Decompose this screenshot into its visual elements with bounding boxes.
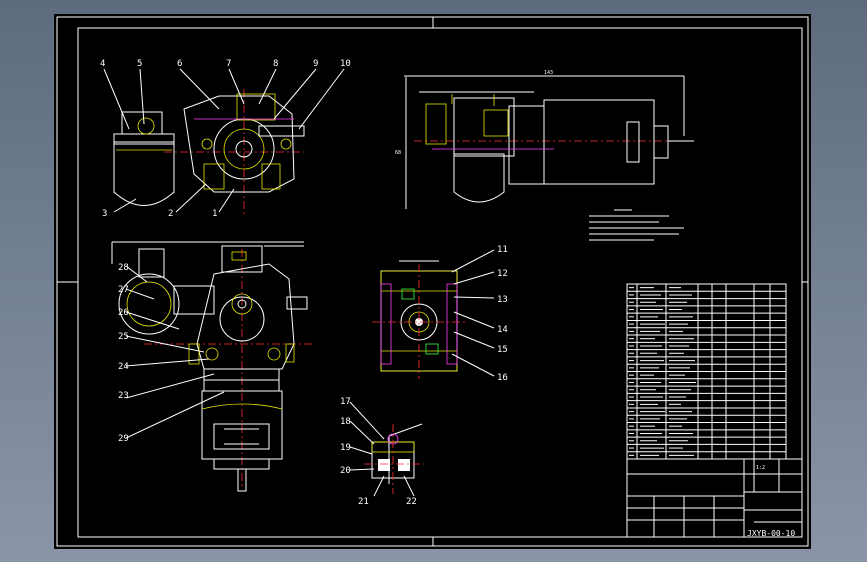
front-view-lower bbox=[111, 241, 314, 492]
balloon-13: 13 bbox=[497, 295, 508, 305]
balloon-28: 28 bbox=[118, 263, 129, 273]
drawing-number: JXYB-00-10 bbox=[747, 529, 795, 538]
balloon-7: 7 bbox=[226, 59, 231, 69]
dimension-height: 68 bbox=[395, 150, 401, 156]
drawing-scale: 1:2 bbox=[756, 465, 765, 471]
balloon-23: 23 bbox=[118, 391, 129, 401]
outer-border bbox=[56, 16, 809, 547]
balloon-27: 27 bbox=[118, 285, 129, 295]
technical-notes bbox=[589, 209, 684, 241]
balloon-10: 10 bbox=[340, 59, 351, 69]
balloon-labels-view-3: 28 27 26 25 24 23 29 bbox=[118, 263, 129, 444]
section-view-a bbox=[372, 260, 466, 379]
balloon-24: 24 bbox=[118, 362, 129, 372]
balloon-8: 8 bbox=[273, 59, 278, 69]
balloon-14: 14 bbox=[497, 325, 508, 335]
front-view-upper bbox=[113, 89, 305, 214]
leaders-view-3 bbox=[125, 265, 225, 439]
balloon-9: 9 bbox=[313, 59, 318, 69]
parts-list-table bbox=[626, 283, 787, 460]
title-block: JXYB-00-10 1:2 bbox=[626, 458, 803, 538]
drawing-viewport[interactable]: 4 5 6 7 8 9 10 3 2 1 143 68 bbox=[54, 14, 811, 549]
cad-drawing-canvas[interactable]: 4 5 6 7 8 9 10 3 2 1 143 68 bbox=[54, 14, 811, 549]
side-view bbox=[404, 75, 694, 209]
dimension-length: 143 bbox=[544, 70, 553, 76]
balloon-6: 6 bbox=[177, 59, 182, 69]
balloon-20: 20 bbox=[340, 466, 351, 476]
balloon-25: 25 bbox=[118, 332, 129, 342]
balloon-18: 18 bbox=[340, 417, 351, 427]
balloon-26: 26 bbox=[118, 308, 129, 318]
balloon-19: 19 bbox=[340, 443, 351, 453]
balloon-labels-view-5: 17 18 19 20 21 22 bbox=[340, 397, 417, 507]
balloon-5: 5 bbox=[137, 59, 142, 69]
balloon-22: 22 bbox=[406, 497, 417, 507]
balloon-labels-view-1: 4 5 6 7 8 9 10 3 2 1 bbox=[100, 59, 351, 219]
balloon-1: 1 bbox=[212, 209, 217, 219]
balloon-labels-view-4: 11 12 13 14 15 16 bbox=[497, 245, 508, 383]
leaders-view-5 bbox=[349, 401, 415, 497]
balloon-11: 11 bbox=[497, 245, 508, 255]
leaders-view-4 bbox=[451, 249, 495, 377]
detail-view bbox=[364, 423, 424, 494]
balloon-21: 21 bbox=[358, 497, 369, 507]
balloon-16: 16 bbox=[497, 373, 508, 383]
balloon-17: 17 bbox=[340, 397, 351, 407]
balloon-12: 12 bbox=[497, 269, 508, 279]
balloon-3: 3 bbox=[102, 209, 107, 219]
balloon-29: 29 bbox=[118, 434, 129, 444]
balloon-2: 2 bbox=[168, 209, 173, 219]
leaders-view-1 bbox=[103, 68, 345, 213]
balloon-15: 15 bbox=[497, 345, 508, 355]
balloon-4: 4 bbox=[100, 59, 105, 69]
